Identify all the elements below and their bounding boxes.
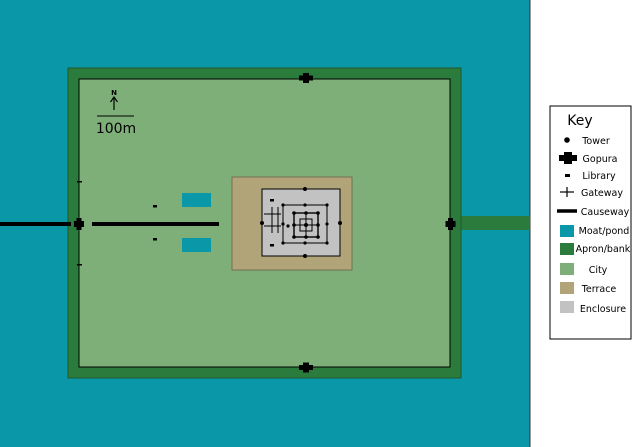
south-pond <box>182 238 211 252</box>
key-box <box>549 105 632 340</box>
tower <box>303 254 307 258</box>
gopura-south <box>299 362 313 373</box>
tower <box>303 187 307 191</box>
key-moat-label: Moat/pond <box>579 226 630 237</box>
tower <box>286 224 290 228</box>
tower <box>292 235 296 239</box>
tower <box>316 223 320 227</box>
key-apron-swatch <box>560 243 574 255</box>
library <box>153 205 157 208</box>
key-moat-swatch <box>560 225 574 237</box>
tower <box>338 221 342 225</box>
tower <box>316 211 320 215</box>
key-tower-label: Tower <box>581 136 610 147</box>
tower <box>303 241 307 245</box>
key-terrace-swatch <box>560 282 574 294</box>
tower <box>292 223 296 227</box>
scale-label: 100m <box>96 121 136 137</box>
key-apron-label: Apron/bank <box>576 244 631 255</box>
key-gopura-symbol <box>559 152 577 164</box>
key-causeway-label: Causeway <box>581 207 630 218</box>
tower <box>292 211 296 215</box>
key-library-label: Library <box>582 171 616 182</box>
tower <box>325 222 329 226</box>
key-tower-symbol <box>564 137 570 143</box>
gateway <box>77 181 82 183</box>
map-key: Key Tower Gopura Library Gateway Causewa… <box>549 105 632 340</box>
north-label: N <box>111 89 117 97</box>
tower <box>303 203 307 207</box>
north-arrow-head-icon <box>110 95 118 103</box>
tower <box>281 203 285 207</box>
gopura-west <box>74 218 84 230</box>
key-city-label: City <box>589 265 608 276</box>
tower <box>281 241 285 245</box>
gopura-north <box>299 73 313 83</box>
tower <box>281 222 285 226</box>
key-gateway-symbol <box>560 187 574 197</box>
key-title: Key <box>567 113 592 129</box>
central-tower <box>304 223 308 227</box>
tower <box>325 203 329 207</box>
library <box>270 199 274 202</box>
key-enclosure-label: Enclosure <box>580 304 626 315</box>
gateway <box>77 264 82 266</box>
library <box>270 244 274 247</box>
key-library-symbol <box>565 174 570 177</box>
key-enclosure-swatch <box>560 301 574 313</box>
key-city-swatch <box>560 263 574 275</box>
tower <box>304 235 308 239</box>
gopura-east <box>445 218 456 230</box>
tower <box>325 241 329 245</box>
west-entrance-gateway <box>264 207 281 233</box>
tower <box>304 211 308 215</box>
tower <box>260 221 264 225</box>
key-gopura-label: Gopura <box>583 154 618 165</box>
key-terrace-label: Terrace <box>581 284 617 295</box>
tower <box>316 235 320 239</box>
east-causeway-bank <box>455 216 530 230</box>
north-pond <box>182 193 211 207</box>
library <box>153 238 157 241</box>
key-gateway-label: Gateway <box>581 188 623 199</box>
